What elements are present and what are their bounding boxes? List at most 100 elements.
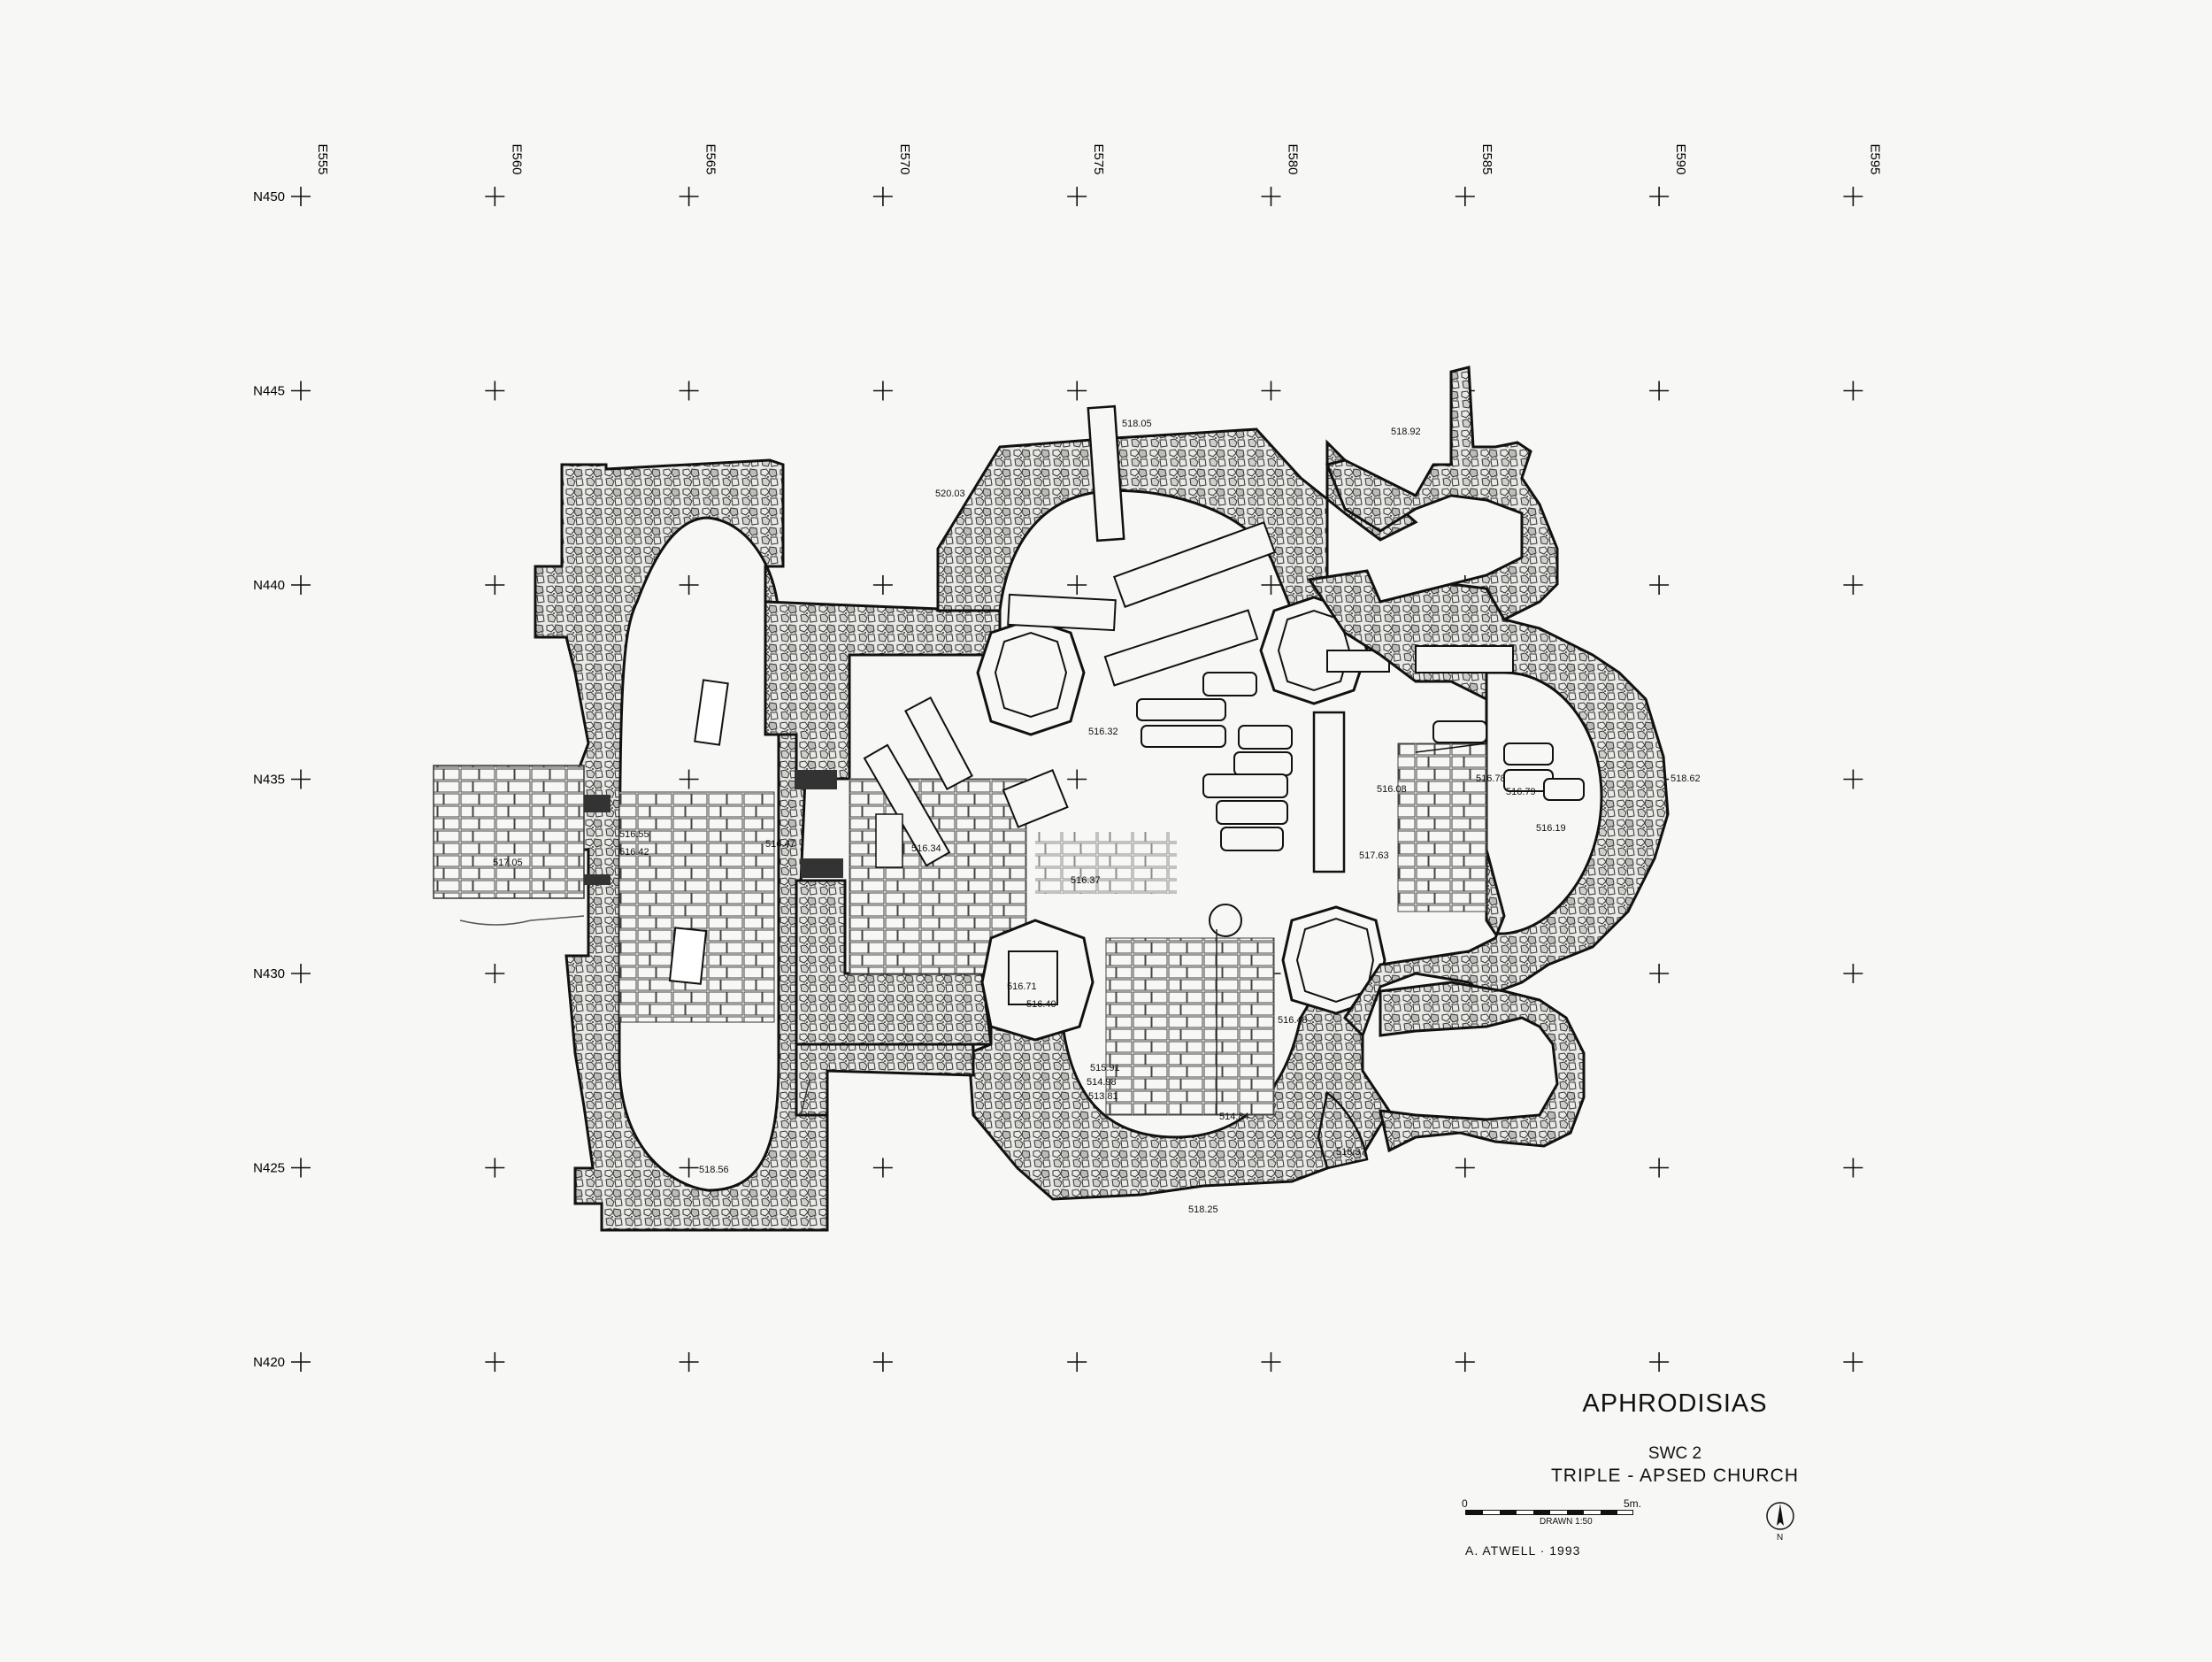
west-room	[534, 458, 829, 1232]
easting-label: E575	[1091, 143, 1106, 174]
west-door-fill-1	[580, 795, 611, 812]
fallen-block-4	[904, 696, 973, 791]
scale-end-label: 5m.	[1624, 1497, 1642, 1510]
elev-518-37: 518.37	[1336, 1147, 1366, 1158]
northing-label: N445	[253, 384, 285, 399]
south-connector	[795, 1043, 975, 1117]
building-name: TRIPLE - APSED CHURCH	[1550, 1466, 1800, 1486]
south-apse	[967, 905, 1391, 1201]
apse-slab-1	[1432, 720, 1487, 743]
grid-cross-icon	[872, 575, 893, 595]
grid-cross-icon	[1843, 964, 1863, 983]
elev-517-05: 517.05	[493, 858, 523, 868]
grid-cross-icon	[679, 769, 699, 789]
slab-2	[1141, 725, 1226, 748]
grid-cross-icon	[1649, 1158, 1670, 1178]
west-annex-path	[459, 915, 585, 926]
elev-515-91: 515.91	[1090, 1063, 1120, 1073]
scale-bar	[1465, 1510, 1633, 1515]
elev-518-92: 518.92	[1391, 427, 1421, 437]
fallen-block-6	[1002, 769, 1069, 828]
elev-518-62: 518.62	[1671, 773, 1701, 784]
elev-516-78: 516.78	[1476, 773, 1506, 784]
elev-518-25: 518.25	[1188, 1204, 1218, 1215]
grid-cross-icon	[1649, 381, 1670, 401]
grid-cross-icon	[291, 964, 311, 983]
fallen-block-5	[863, 743, 951, 867]
slab-row	[1136, 672, 1293, 851]
scale-start-label: 0	[1462, 1497, 1468, 1510]
grid-cross-icon	[1067, 769, 1087, 789]
south-east-annex	[1317, 981, 1586, 1170]
grid-cross-icon	[291, 1158, 311, 1178]
apse-slab-4	[1543, 778, 1585, 801]
grid-cross-icon	[679, 187, 699, 206]
elev-518-05: 518.05	[1122, 419, 1152, 429]
north-column-inner-ne	[1277, 609, 1351, 692]
east-floor	[1397, 743, 1487, 912]
fallen-block-7	[875, 813, 903, 868]
grid-cross-icon	[1843, 575, 1863, 595]
west-floor-paving	[618, 791, 775, 1023]
elev-513-81: 513.81	[1088, 1091, 1118, 1102]
easting-label: E580	[1286, 143, 1301, 174]
author-credit: A. ATWELL · 1993	[1465, 1543, 1581, 1558]
pier-east	[1312, 711, 1346, 873]
west-annex-paving	[433, 765, 585, 899]
elevation-labels: 518.05 518.92 520.03 516.32 518.62 516.7…	[493, 419, 1701, 1215]
easting-label: E595	[1867, 143, 1882, 174]
elev-516-37: 516.37	[1071, 875, 1101, 886]
slab-3	[1202, 672, 1257, 696]
elev-520-03: 520.03	[935, 489, 965, 499]
northing-label: N435	[253, 773, 285, 788]
ne-annex-wall	[1325, 365, 1559, 621]
northing-label: N425	[253, 1161, 285, 1176]
elev-516-40: 516.40	[1026, 999, 1056, 1010]
grid-cross-icon	[1649, 1352, 1670, 1372]
elev-516-19: 516.19	[1536, 823, 1566, 834]
south-column-cap	[1008, 950, 1058, 1005]
easting-label: E565	[703, 143, 718, 174]
grid-cross-icon	[485, 964, 505, 983]
grid-cross-icon	[485, 1158, 505, 1178]
elev-516-42: 516.42	[619, 847, 649, 858]
grid-cross-icon	[872, 381, 893, 401]
grid-cross-icon	[1067, 1352, 1087, 1372]
easting-label: E590	[1673, 143, 1688, 174]
north-apse-wall	[936, 427, 1418, 612]
grid-cross-icon	[1843, 1352, 1863, 1372]
grid-cross-icon	[291, 769, 311, 789]
east-apse-wall	[1307, 569, 1670, 1038]
site-title: APHRODISIAS	[1582, 1389, 1768, 1418]
grid-cross-icon	[1455, 1352, 1475, 1372]
grid-cross-icon	[1261, 1352, 1281, 1372]
basin	[1209, 904, 1242, 937]
grid-cross-icon	[1261, 187, 1281, 206]
grid-cross-icon	[1067, 575, 1087, 595]
grid-cross-icon	[1455, 187, 1475, 206]
central-nave	[863, 404, 1418, 937]
grid-cross-icon	[485, 381, 505, 401]
elev-516-71: 516.71	[1007, 981, 1037, 992]
easting-label: E560	[509, 143, 524, 174]
grid-cross-icon	[485, 575, 505, 595]
site-code: SWC 2	[1647, 1444, 1702, 1463]
grid-cross-icon	[1649, 575, 1670, 595]
grid-cross-icon	[1455, 1158, 1475, 1178]
south-connector-wall	[795, 1043, 975, 1117]
northing-label: N420	[253, 1355, 285, 1370]
east-altar-slab	[1415, 645, 1514, 673]
grid-cross-icon	[485, 187, 505, 206]
fallen-block-1	[1112, 521, 1277, 608]
elev-516-79: 516.79	[1506, 787, 1536, 797]
slab-7	[1216, 800, 1288, 825]
nave-floor-tiles	[1035, 832, 1177, 894]
grid-cross-icon	[291, 187, 311, 206]
nave-dark-block-2	[801, 858, 843, 878]
south-step	[800, 1079, 810, 1116]
elev-517-63: 517.63	[1359, 850, 1389, 861]
elev-516-47: 516.47	[765, 839, 795, 850]
